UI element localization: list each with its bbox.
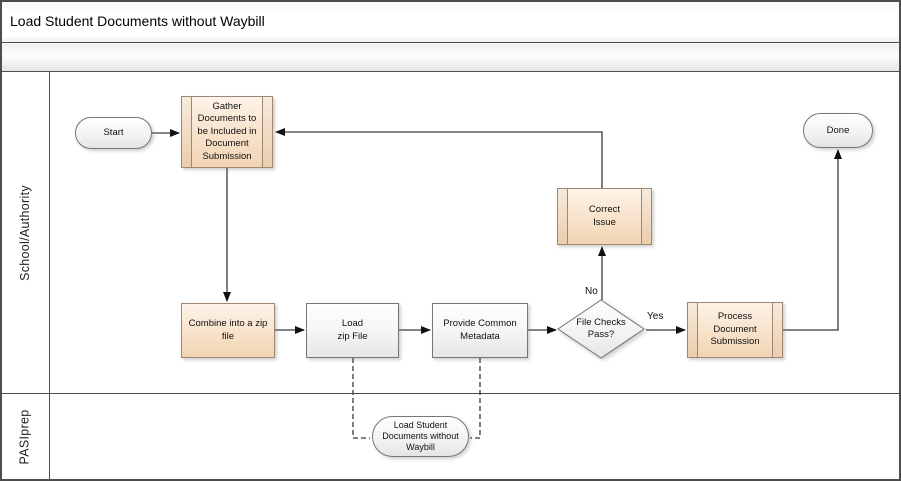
subprocess-bar-left [558, 189, 568, 244]
load-zip-task: Load zip File [306, 303, 399, 358]
lane-label-cell: PASIprep [0, 394, 50, 479]
pasiprep-service-node: Load Student Documents without Waybill [372, 416, 469, 457]
lane-school-authority: School/Authority [0, 72, 901, 394]
correct-issue-label: Correct Issue [588, 204, 621, 228]
done-node: Done [803, 113, 873, 148]
diagram-title: Load Student Documents without Waybill [10, 13, 265, 29]
process-submission-label: Process Document Submission [710, 311, 760, 348]
combine-zip-task: Combine into a zip file [181, 303, 275, 358]
lane-label-cell: School/Authority [0, 72, 50, 393]
subprocess-bar-left [688, 303, 698, 357]
combine-zip-label: Combine into a zip file [188, 318, 268, 342]
subprocess-bar-left [182, 97, 192, 167]
process-submission-subprocess: Process Document Submission [687, 302, 783, 358]
edge-label-no: No [585, 286, 598, 297]
file-checks-label: File Checks Pass? [576, 317, 626, 340]
lane-label-school-authority: School/Authority [17, 184, 32, 281]
subprocess-bar-right [641, 189, 651, 244]
file-checks-decision: File Checks Pass? [557, 299, 645, 359]
subprocess-bar-right [772, 303, 782, 357]
header-band [0, 44, 901, 72]
edge-label-yes: Yes [647, 311, 664, 322]
gather-documents-label: Gather Documents to be Included in Docum… [197, 100, 257, 162]
decision-diamond-shape [557, 299, 645, 359]
gather-documents-subprocess: Gather Documents to be Included in Docum… [181, 96, 273, 168]
provide-metadata-task: Provide Common Metadata [432, 303, 528, 358]
load-zip-label: Load zip File [337, 318, 368, 342]
lane-pasiprep: PASIprep [0, 394, 901, 479]
correct-issue-subprocess: Correct Issue [557, 188, 652, 245]
swimlane-container: School/Authority PASIprep [0, 72, 901, 479]
lane-label-pasiprep: PASIprep [17, 409, 32, 464]
start-node: Start [75, 117, 152, 149]
diagram-title-bar: Load Student Documents without Waybill [0, 0, 901, 43]
subprocess-bar-right [262, 97, 272, 167]
provide-metadata-label: Provide Common Metadata [443, 318, 517, 342]
